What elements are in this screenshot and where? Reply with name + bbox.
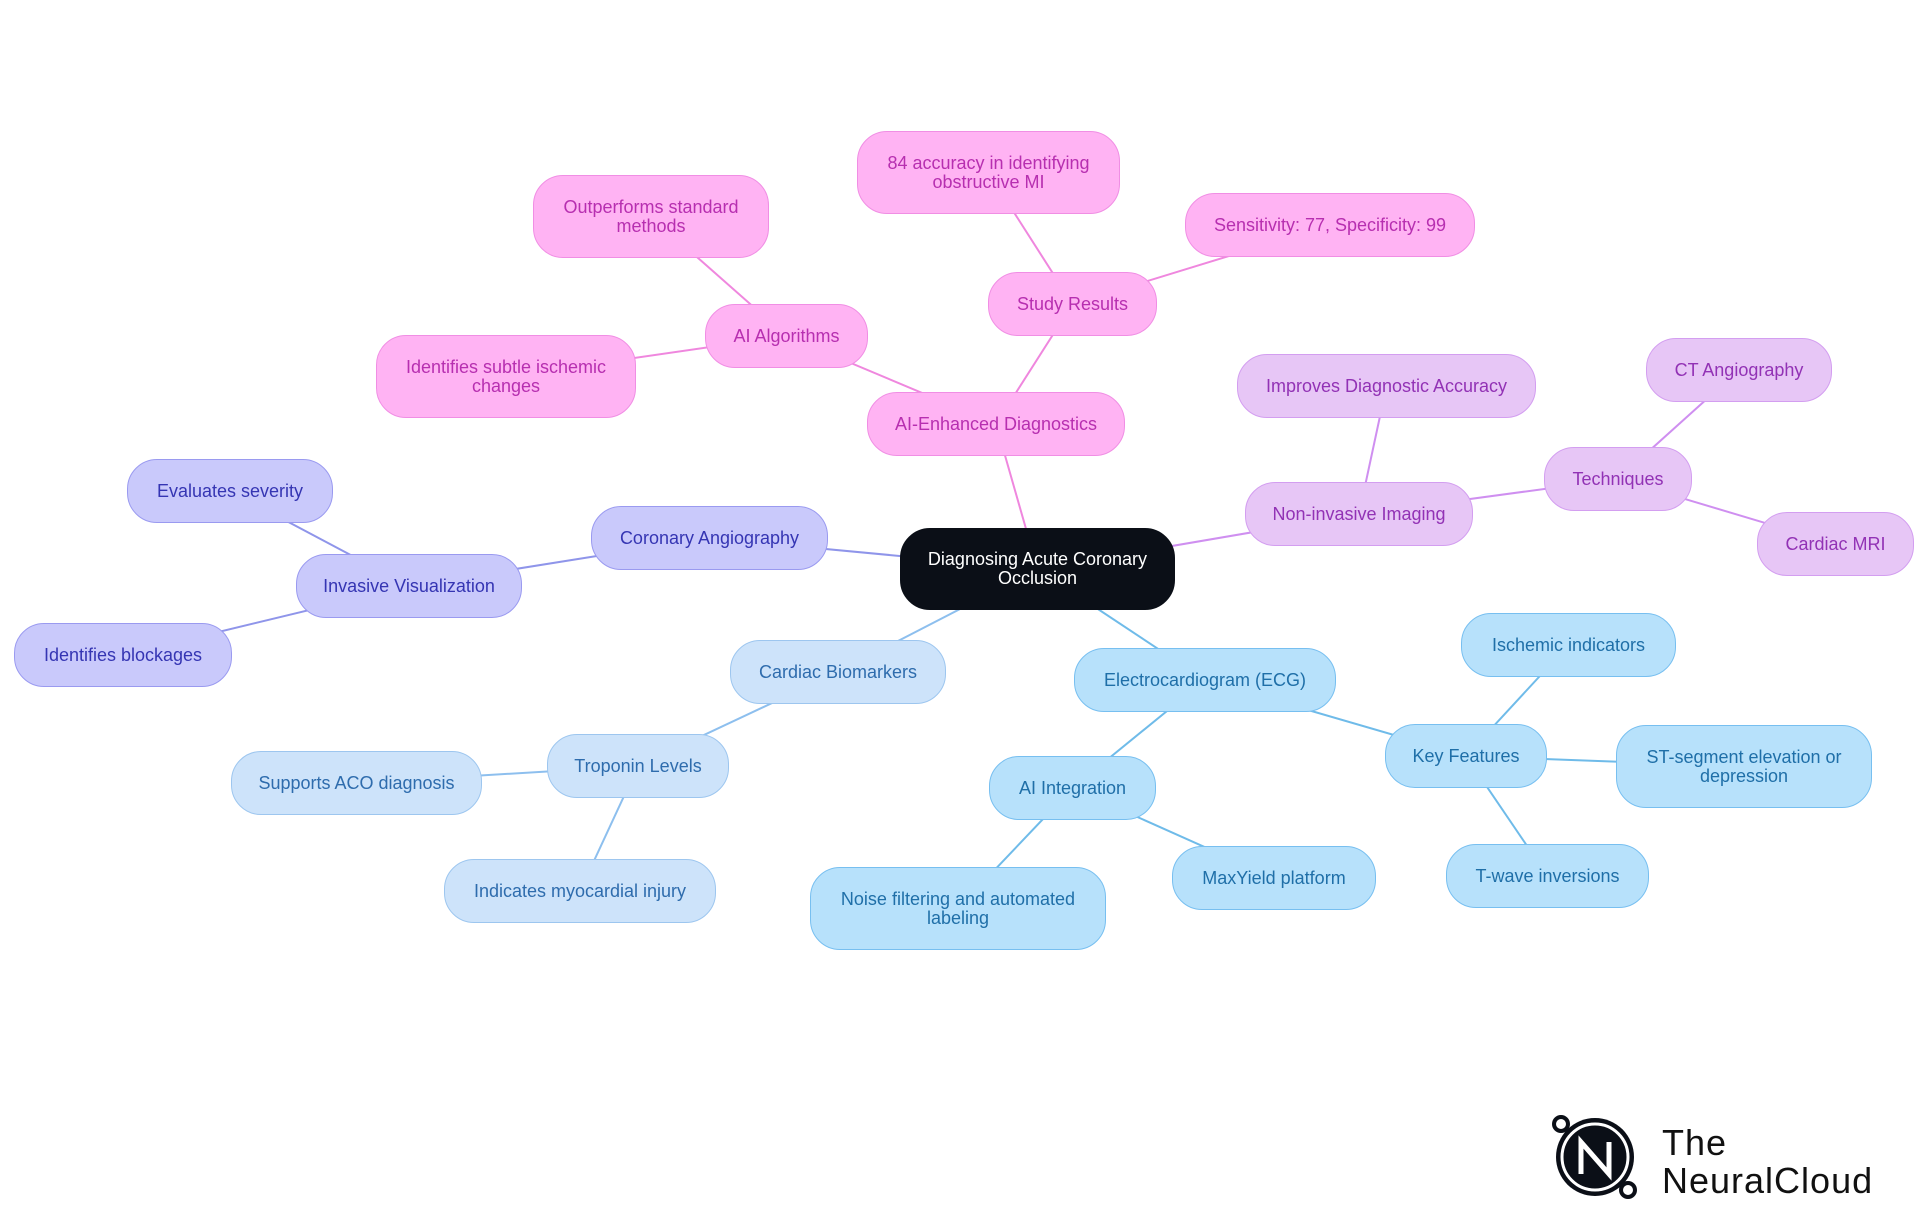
node-cardiac-mri: Cardiac MRI [1757, 512, 1914, 576]
node-troponin: Troponin Levels [547, 734, 729, 798]
node-label: Cardiac Biomarkers [758, 661, 918, 682]
node-identifies-blockages: Identifies blockages [14, 623, 232, 687]
node-root: Diagnosing Acute Coronary Occlusion [900, 528, 1175, 610]
node-label: Key Features [1412, 745, 1520, 766]
node-ai-algorithms: AI Algorithms [705, 304, 868, 368]
node-label: Study Results [1016, 293, 1129, 314]
node-st-segment: ST-segment elevation or depression [1616, 725, 1872, 808]
node-label: Indicates myocardial injury [473, 880, 687, 901]
node-myocardial-injury: Indicates myocardial injury [444, 859, 716, 923]
node-label: AI-Enhanced Diagnostics [894, 413, 1098, 434]
node-ct-angio: CT Angiography [1646, 338, 1832, 402]
node-label: 84 accuracy in identifying obstructive M… [887, 152, 1090, 192]
logo-text-name: NeuralCloud [1662, 1160, 1874, 1201]
node-supports-aco: Supports ACO diagnosis [231, 751, 482, 815]
node-label: Evaluates severity [156, 480, 304, 501]
neuralcloud-logo: The NeuralCloud [1550, 1112, 1890, 1202]
node-noise-filtering: Noise filtering and automated labeling [810, 867, 1106, 950]
node-label: Non-invasive Imaging [1272, 503, 1446, 524]
node-label: Diagnosing Acute Coronary Occlusion [927, 549, 1148, 588]
node-label: Techniques [1572, 468, 1664, 489]
node-label: CT Angiography [1674, 359, 1804, 380]
node-label: AI Integration [1018, 777, 1127, 798]
node-label: Identifies blockages [43, 644, 203, 665]
node-ai-enhanced: AI-Enhanced Diagnostics [867, 392, 1125, 456]
logo-text-the: The [1662, 1122, 1728, 1163]
node-t-wave: T-wave inversions [1446, 844, 1649, 908]
node-accuracy-84: 84 accuracy in identifying obstructive M… [857, 131, 1120, 214]
node-label: MaxYield platform [1202, 867, 1346, 888]
node-improves-accuracy: Improves Diagnostic Accuracy [1237, 354, 1536, 418]
node-label: AI Algorithms [733, 325, 840, 346]
node-label: Ischemic indicators [1491, 634, 1646, 655]
node-label: Invasive Visualization [323, 575, 495, 596]
node-coronary-angio: Coronary Angiography [591, 506, 828, 570]
node-label: Sensitivity: 77, Specificity: 99 [1213, 214, 1447, 235]
node-outperforms: Outperforms standard methods [533, 175, 769, 258]
node-biomarkers: Cardiac Biomarkers [730, 640, 946, 704]
node-ecg: Electrocardiogram (ECG) [1074, 648, 1336, 712]
node-evaluates-severity: Evaluates severity [127, 459, 333, 523]
node-ischemic-indicators: Ischemic indicators [1461, 613, 1676, 677]
node-label: Supports ACO diagnosis [258, 772, 455, 793]
node-sens-spec: Sensitivity: 77, Specificity: 99 [1185, 193, 1475, 257]
node-techniques: Techniques [1544, 447, 1692, 511]
node-label: Noise filtering and automated labeling [840, 888, 1076, 928]
node-label: Coronary Angiography [619, 527, 800, 548]
node-subtle-ischemic: Identifies subtle ischemic changes [376, 335, 636, 418]
node-label: Outperforms standard methods [563, 196, 739, 236]
node-ai-integration: AI Integration [989, 756, 1156, 820]
node-key-features: Key Features [1385, 724, 1547, 788]
node-label: Electrocardiogram (ECG) [1103, 669, 1307, 690]
node-noninvasive: Non-invasive Imaging [1245, 482, 1473, 546]
node-label: ST-segment elevation or depression [1646, 746, 1842, 786]
node-label: Improves Diagnostic Accuracy [1265, 375, 1508, 396]
node-label: Cardiac MRI [1785, 533, 1886, 554]
node-label: Troponin Levels [574, 755, 702, 776]
node-study-results: Study Results [988, 272, 1157, 336]
node-maxyield: MaxYield platform [1172, 846, 1376, 910]
node-invasive-vis: Invasive Visualization [296, 554, 522, 618]
neuralcloud-logo-icon [1552, 1115, 1637, 1199]
node-label: Identifies subtle ischemic changes [405, 356, 607, 396]
node-label: T-wave inversions [1475, 865, 1620, 886]
